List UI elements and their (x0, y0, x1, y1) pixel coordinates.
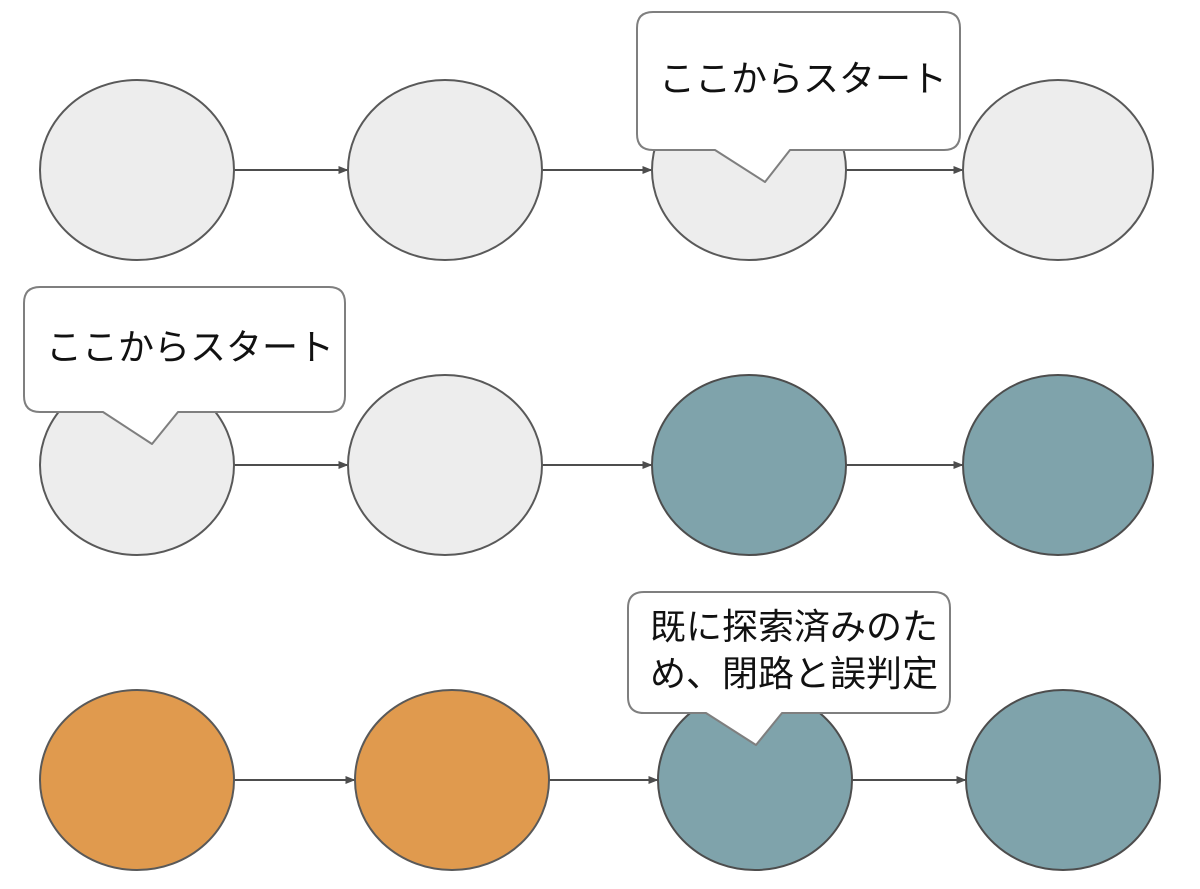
callout-1: ここからスタート (636, 11, 961, 183)
callout-2-bubble (23, 286, 346, 445)
callout-3-bubble (627, 591, 951, 746)
graph-node-unvisited-r1n2[interactable] (347, 79, 543, 261)
callout-2-text: ここからスタート (46, 326, 334, 367)
graph-node-visiting-r3n4[interactable] (965, 689, 1161, 871)
callout-1-bubble (636, 11, 961, 183)
diagram-row-2: ここからスタート (23, 286, 1154, 556)
graph-node-unvisited-r2n2[interactable] (347, 374, 543, 556)
graph-node-visiting-r2n4[interactable] (962, 374, 1154, 556)
graph-node-unvisited-r1n4[interactable] (962, 79, 1154, 261)
graph-node-done-r3n2[interactable] (354, 689, 550, 871)
diagram-row-3: 既に探索済みのため、閉路と誤判定 (39, 591, 1161, 871)
diagram-row-1: ここからスタート (39, 11, 1154, 261)
callout-2: ここからスタート (23, 286, 346, 445)
graph-node-done-r3n1[interactable] (39, 689, 235, 871)
callout-1-text: ここからスタート (659, 58, 947, 99)
callout-3: 既に探索済みのため、閉路と誤判定 (627, 591, 951, 746)
callout-3-text: 既に探索済みのため、閉路と誤判定 (650, 606, 938, 694)
graph-node-visiting-r2n3[interactable] (651, 374, 847, 556)
graph-node-unvisited-r1n1[interactable] (39, 79, 235, 261)
